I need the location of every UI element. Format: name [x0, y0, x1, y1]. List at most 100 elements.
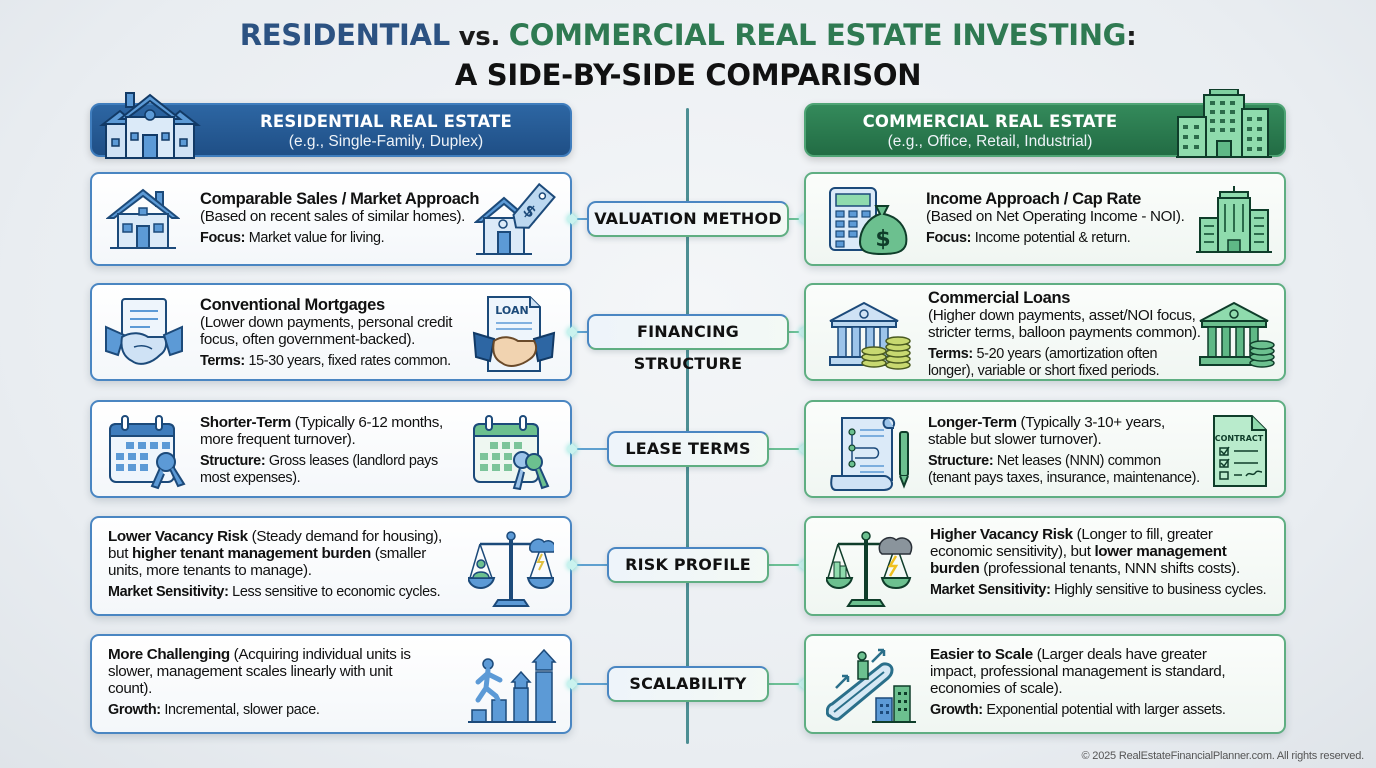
- connector-left: [572, 683, 610, 685]
- valuation-res-heading: Comparable Sales / Market Approach: [200, 190, 480, 208]
- valuation-res-focus-label: Focus:: [200, 230, 246, 246]
- category-label-valuation-method: VALUATION METHOD: [587, 201, 789, 237]
- connector-right: [766, 564, 804, 566]
- valuation-com-detail: (Based on Net Operating Income - NOI).: [926, 208, 1185, 225]
- connector-right: [786, 218, 804, 220]
- scale-res-growth-text: Incremental, slower pace.: [160, 702, 320, 718]
- scale-res-line2: slower, management scales linearly with …: [108, 663, 393, 680]
- risk-res-heading-rest: (Steady demand for housing),: [247, 528, 443, 545]
- scale-com-line3: economies of scale).: [930, 680, 1063, 697]
- residential-financing-card: Conventional Mortgages (Lower down payme…: [90, 283, 572, 381]
- scale-res-heading-rest: (Acquiring individual units is: [229, 646, 411, 663]
- lease-com-structure-text-2: (tenant pays taxes, insurance, maintenan…: [928, 470, 1200, 486]
- risk-res-heading: Lower Vacancy Risk: [108, 528, 248, 545]
- category-label-financing-structure: FINANCING STRUCTURE: [587, 314, 789, 373]
- escalator-buildings-icon: [826, 648, 916, 723]
- residential-header-title: RESIDENTIAL REAL ESTATE: [260, 112, 512, 131]
- scale-res-line3: count).: [108, 680, 152, 697]
- category-label-risk-profile: RISK PROFILE: [607, 547, 769, 583]
- title-colon: :: [1126, 22, 1137, 52]
- risk-res-sensitivity-label: Market Sensitivity:: [108, 584, 229, 600]
- risk-res-line3: units, more tenants to manage).: [108, 562, 312, 579]
- category-label-lease-terms: LEASE TERMS: [607, 431, 769, 467]
- risk-com-line2-a: economic sensitivity), but: [930, 543, 1095, 560]
- commercial-scalability-card: Easier to Scale (Larger deals have great…: [804, 634, 1286, 734]
- house-icon: [99, 92, 201, 159]
- lease-com-heading-rest: (Typically 3-10+ years,: [1016, 414, 1166, 431]
- page-title: RESIDENTIAL vs. COMMERCIAL REAL ESTATE I…: [0, 16, 1376, 94]
- calculator-money-bag-icon: $: [829, 187, 908, 256]
- risk-com-line3-c: (professional tenants, NNN shifts costs)…: [979, 560, 1240, 577]
- house-price-tag-icon: $: [474, 182, 556, 255]
- risk-com-sensitivity-text: Highly sensitive to business cycles.: [1050, 582, 1267, 598]
- valuation-com-heading: Income Approach / Cap Rate: [926, 190, 1141, 208]
- financing-res-detail-1: (Lower down payments, personal credit: [200, 314, 453, 331]
- person-climbing-steps-houses-icon: [468, 648, 557, 723]
- lease-res-structure-label: Structure:: [200, 453, 266, 469]
- balance-scale-person-storm-icon: [468, 531, 554, 607]
- contract-tag: CONTRACT: [1215, 434, 1264, 443]
- scale-com-growth-text: Exponential potential with larger assets…: [982, 702, 1226, 718]
- connector-right: [766, 448, 804, 450]
- commercial-financing-card: Commercial Loans (Higher down payments, …: [804, 283, 1286, 381]
- center-divider: [686, 108, 689, 744]
- scale-com-heading-rest: (Larger deals have greater: [1032, 646, 1207, 663]
- connector-right: [766, 683, 804, 685]
- scale-res-growth-label: Growth:: [108, 702, 161, 718]
- title-commercial: COMMERCIAL REAL ESTATE INVESTING: [508, 18, 1127, 52]
- lease-com-detail: stable but slower turnover).: [928, 431, 1102, 448]
- risk-com-heading-rest: (Longer to fill, greater: [1072, 526, 1213, 543]
- page-subtitle: A SIDE-BY-SIDE COMPARISON: [454, 58, 922, 92]
- financing-res-terms-text: 15-30 years, fixed rates common.: [244, 353, 451, 369]
- commercial-header-subtitle: (e.g., Office, Retail, Industrial): [887, 133, 1093, 150]
- category-label-scalability: SCALABILITY: [607, 666, 769, 702]
- bank-coins-icon: [829, 301, 911, 370]
- valuation-res-focus-text: Market value for living.: [245, 230, 385, 246]
- financing-com-detail-1: (Higher down payments, asset/NOI focus,: [928, 307, 1196, 324]
- risk-res-line2-c: (smaller: [370, 545, 427, 562]
- contract-checklist-icon: CONTRACT: [1213, 415, 1267, 487]
- residential-scalability-card: More Challenging (Acquiring individual u…: [90, 634, 572, 734]
- bank-coins-green-icon: [1199, 301, 1275, 368]
- financing-com-terms-text-2: longer), variable or short fixed periods…: [928, 363, 1160, 379]
- lease-res-detail: more frequent turnover).: [200, 431, 356, 448]
- lease-res-heading-rest: (Typically 6-12 months,: [290, 414, 443, 431]
- financing-com-heading: Commercial Loans: [928, 289, 1071, 307]
- risk-res-line2-b: higher tenant management burden: [131, 545, 371, 562]
- financing-res-detail-2: focus, often government-backed).: [200, 331, 416, 348]
- connector-left: [572, 218, 590, 220]
- scale-com-line2: impact, professional management is stand…: [930, 663, 1226, 680]
- copyright-footer: © 2025 RealEstateFinancialPlanner.com. A…: [1081, 750, 1365, 762]
- scroll-pen-icon: [830, 417, 909, 491]
- loan-handshake-icon: LOAN: [472, 296, 556, 372]
- lease-res-heading: Shorter-Term: [200, 414, 291, 431]
- office-tower-icon: [1196, 186, 1272, 253]
- title-residential: RESIDENTIAL: [239, 18, 450, 52]
- residential-risk-card: Lower Vacancy Risk (Steady demand for ho…: [90, 516, 572, 616]
- lease-com-structure-text: Net leases (NNN) common: [993, 453, 1161, 469]
- scale-com-growth-label: Growth:: [930, 702, 983, 718]
- residential-header: RESIDENTIAL REAL ESTATE (e.g., Single-Fa…: [90, 92, 572, 159]
- loan-tag: LOAN: [495, 304, 528, 317]
- connector-left: [572, 448, 610, 450]
- risk-res-line2-a: but: [108, 545, 132, 562]
- valuation-com-focus-text: Income potential & return.: [971, 230, 1131, 246]
- lease-res-structure-text: Gross leases (landlord pays: [265, 453, 438, 469]
- risk-res-sensitivity-text: Less sensitive to economic cycles.: [228, 584, 441, 600]
- office-building-icon: [1176, 89, 1272, 158]
- lease-com-structure-label: Structure:: [928, 453, 994, 469]
- svg-text:$: $: [875, 227, 890, 252]
- connector-left: [572, 331, 590, 333]
- financing-com-terms-label: Terms:: [928, 346, 973, 362]
- risk-com-line2-b: lower management: [1094, 543, 1227, 560]
- risk-com-sensitivity-label: Market Sensitivity:: [930, 582, 1051, 598]
- commercial-valuation-card: $ Income Approach / Cap Rate (Based on N…: [804, 172, 1286, 266]
- balance-scale-building-storm-icon: [826, 531, 913, 607]
- financing-com-terms-text: 5-20 years (amortization often: [972, 346, 1158, 362]
- risk-com-line3-b: burden: [930, 560, 980, 577]
- house-icon: [106, 188, 180, 249]
- lease-com-heading: Longer-Term: [928, 414, 1017, 431]
- commercial-header: COMMERCIAL REAL ESTATE (e.g., Office, Re…: [804, 89, 1286, 158]
- residential-lease-card: Shorter-Term (Typically 6-12 months, mor…: [90, 400, 572, 498]
- calendar-keys-icon: [109, 415, 186, 490]
